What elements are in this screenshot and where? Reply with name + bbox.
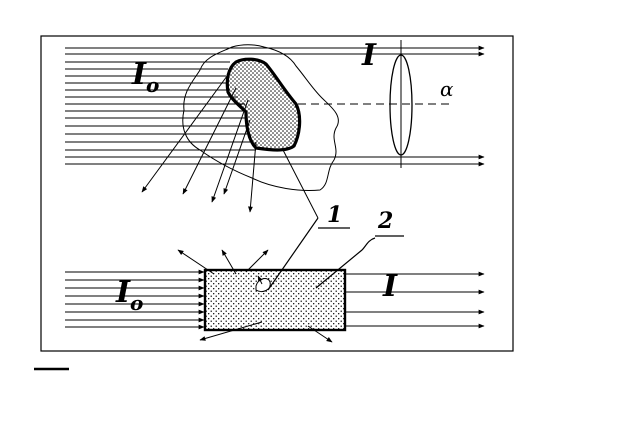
scattering-cloud-outline [182, 44, 339, 191]
absorbing-particle-top [225, 57, 302, 152]
scattered-rays-bottom [177, 249, 333, 343]
transmitted-beam-lines-bottom [346, 271, 485, 329]
figure-frame [40, 35, 514, 352]
label-transmitted-intensity-bottom: I [382, 269, 398, 304]
label-angle-alpha: α [440, 77, 454, 101]
label-incident-intensity-bottom: Io [115, 275, 143, 315]
callout-label-1: 1 [327, 202, 342, 228]
label-transmitted-intensity-top: I [361, 38, 377, 73]
label-incident-intensity-top: Io [131, 57, 159, 97]
callout-label-2: 2 [377, 208, 393, 234]
scattering-medium-slab [203, 268, 347, 332]
incident-beam-lines-bottom [65, 269, 205, 330]
scattered-rays-top [141, 71, 319, 219]
